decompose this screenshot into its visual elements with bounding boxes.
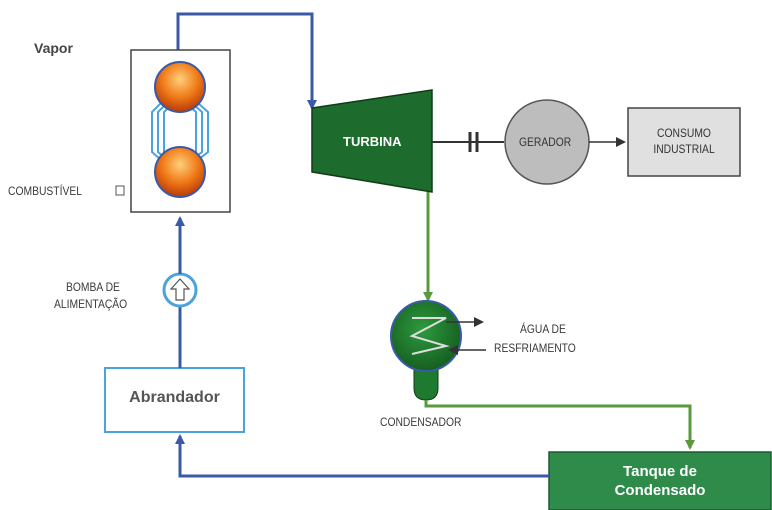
softener-label: Abrandador [129, 389, 220, 406]
cooling-water-label-line1: ÁGUA DE [520, 322, 566, 336]
condenser-shell [390, 300, 462, 372]
consumer-box [627, 107, 741, 177]
return-pipe [175, 434, 549, 478]
condensate-pipe [424, 400, 695, 450]
condenser-label: CONDENSADOR [380, 415, 462, 429]
cooling-water-label-line2: RESFRIAMENTO [494, 341, 576, 355]
steam-drum [154, 61, 206, 113]
vapor-label: Vapor [34, 40, 73, 56]
condensate-tank [548, 451, 772, 510]
tank-label-line2: Condensado [614, 482, 706, 499]
consumer-label-line1: CONSUMO [657, 126, 711, 140]
consumer-label-line2: INDUSTRIAL [653, 142, 715, 156]
turbine-label: TURBINA [343, 134, 402, 149]
feed-pump-label-line2: ALIMENTAÇÃO [54, 297, 128, 311]
generator-label: GERADOR [519, 135, 572, 149]
softener-box [104, 367, 245, 433]
fuel-label: COMBUSTÍVEL [8, 184, 82, 198]
water-drum [154, 146, 206, 198]
feed-pump-label-line1: BOMBA DE [66, 280, 120, 294]
fuel-inlet-icon [115, 185, 125, 196]
feed-pump-arrow [169, 278, 191, 301]
tank-label-line1: Tanque de [623, 463, 697, 480]
turbine-body [311, 89, 433, 193]
steam-pipe [176, 12, 317, 110]
condenser-coil [409, 317, 450, 355]
